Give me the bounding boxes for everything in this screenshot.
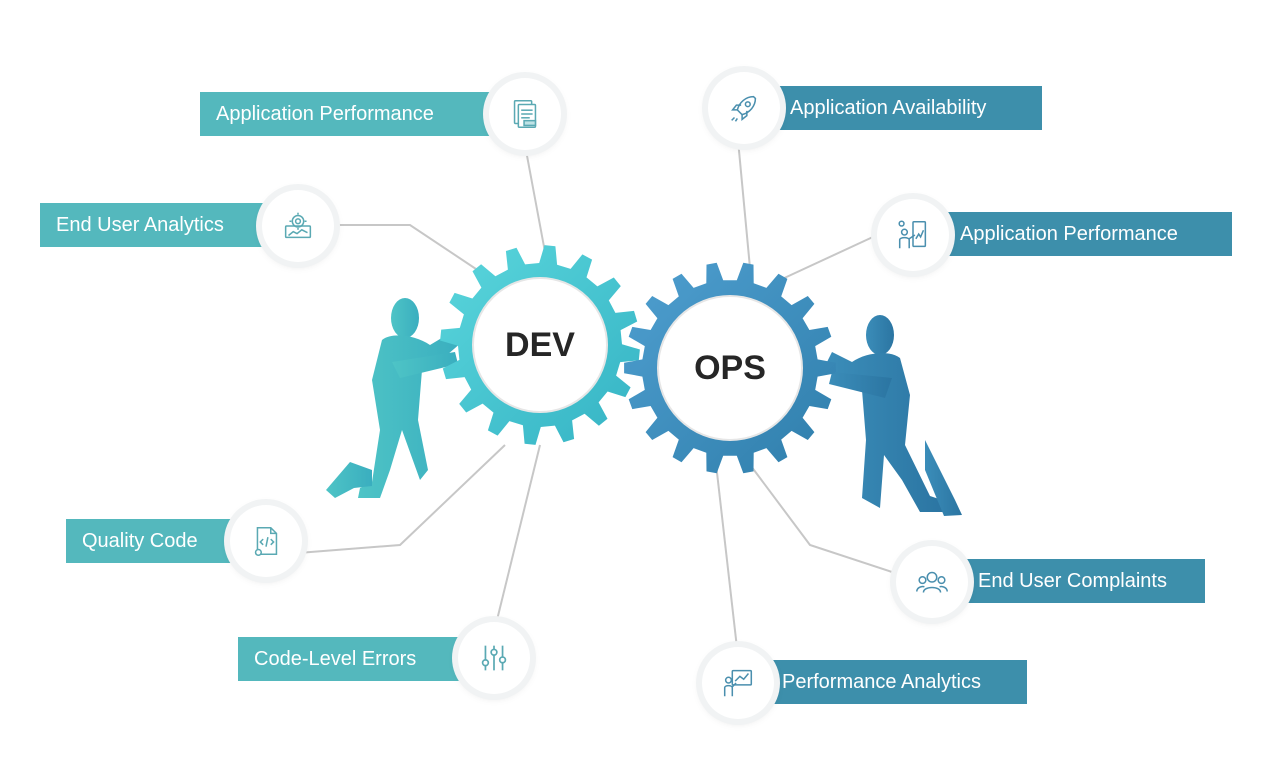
dev-node-2 — [262, 190, 334, 262]
ops-item-label: Performance Analytics — [782, 670, 981, 693]
connector-ops-2 — [779, 235, 876, 281]
ops-item-label: Application Performance — [960, 222, 1178, 245]
users-group-icon — [916, 571, 948, 593]
document-list-icon — [513, 99, 537, 129]
dev-gear-label: DEV — [505, 326, 575, 364]
ops-item-performance-analytics: Performance Analytics — [762, 660, 1027, 704]
dev-item-label: End User Analytics — [56, 213, 224, 236]
ops-node-1 — [708, 72, 780, 144]
ops-node-4 — [702, 647, 774, 719]
ops-gear-hub — [657, 295, 803, 441]
connector-ops-1 — [737, 139, 751, 269]
connector-dev-1 — [524, 144, 546, 253]
ops-node-2 — [877, 199, 949, 271]
connector-dev-2 — [330, 224, 486, 276]
ops-item-label: Application Availability — [790, 96, 987, 119]
dev-node-3 — [230, 505, 302, 577]
dev-item-code-level-errors: Code-Level Errors — [238, 637, 478, 681]
rocket-icon — [731, 95, 757, 122]
connector-ops-3 — [744, 457, 896, 574]
dev-item-end-user-analytics: End User Analytics — [40, 203, 270, 247]
ops-item-application-availability: Application Availability — [770, 86, 1042, 130]
dev-item-label: Code-Level Errors — [254, 647, 417, 670]
ops-node-3 — [896, 546, 968, 618]
dev-gear-hub — [472, 277, 608, 413]
ops-gear-label: OPS — [694, 349, 766, 387]
code-file-icon — [254, 526, 278, 557]
dev-item-quality-code: Quality Code — [66, 519, 256, 563]
ops-item-label: End User Complaints — [978, 569, 1167, 592]
connector-dev-3 — [297, 444, 506, 554]
analytics-gear-icon — [284, 212, 312, 239]
dev-item-application-performance: Application Performance — [200, 92, 500, 136]
ops-item-end-user-complaints: End User Complaints — [958, 559, 1205, 603]
dev-person-figure — [326, 298, 462, 498]
connector-dev-4 — [496, 444, 541, 621]
dev-node-1 — [489, 78, 561, 150]
dev-item-label: Application Performance — [216, 102, 434, 125]
ops-person-figure — [826, 315, 962, 516]
presenter-chart-icon — [898, 220, 927, 249]
dev-node-4 — [458, 622, 530, 694]
connector-ops-4 — [714, 454, 738, 649]
sliders-icon — [481, 645, 507, 671]
ops-item-application-performance: Application Performance — [940, 212, 1232, 256]
connector-lines — [297, 139, 896, 649]
dev-item-label: Quality Code — [82, 529, 198, 552]
presentation-board-icon — [723, 669, 753, 697]
